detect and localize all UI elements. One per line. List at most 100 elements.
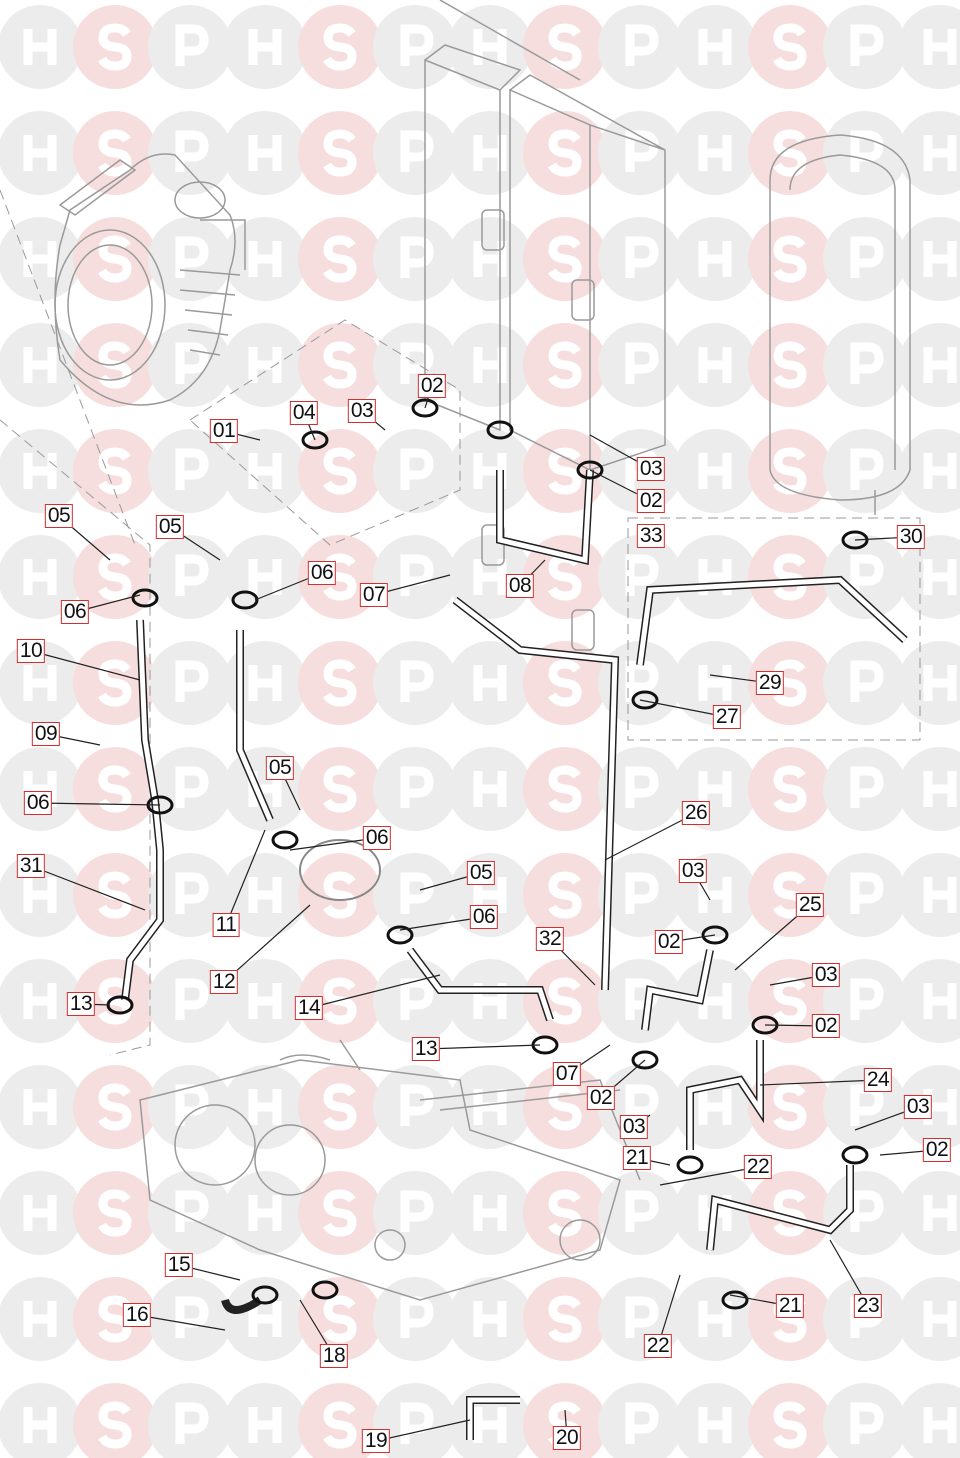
callout-label-02[interactable]: 02: [417, 374, 447, 398]
watermark-letter-shape: [98, 1083, 132, 1131]
callout-label-08[interactable]: 08: [505, 574, 535, 598]
hydraulic-block: [139, 1039, 641, 1301]
callout-label-05[interactable]: 05: [155, 515, 185, 539]
callout-label-18[interactable]: 18: [319, 1344, 349, 1368]
callout-label-15[interactable]: 15: [164, 1253, 194, 1277]
o-ring-seal: [841, 1145, 869, 1165]
watermark-letter-shape: [175, 1402, 209, 1444]
callout-label-33[interactable]: 33: [636, 524, 666, 548]
callout-label-06[interactable]: 06: [362, 826, 392, 850]
callout-label-22[interactable]: 22: [743, 1155, 773, 1179]
o-ring-seal: [251, 1285, 279, 1305]
callout-label-26[interactable]: 26: [681, 801, 711, 825]
heat-exchanger: [54, 153, 246, 406]
callout-label-16[interactable]: 16: [122, 1303, 152, 1327]
callout-label-06[interactable]: 06: [60, 600, 90, 624]
callout-label-01[interactable]: 01: [209, 419, 239, 443]
watermark-letter-shape: [698, 1407, 732, 1443]
watermark-letter-shape: [548, 1083, 582, 1131]
callout-label-11[interactable]: 11: [212, 913, 240, 937]
callout-label-10[interactable]: 10: [16, 639, 46, 663]
watermark-letter-shape: [175, 342, 209, 384]
o-ring-seal: [631, 690, 659, 710]
callout-label-21[interactable]: 21: [775, 1294, 805, 1318]
watermark-letter-shape: [850, 448, 884, 490]
o-ring-seal: [386, 925, 414, 945]
watermark-letter-shape: [548, 765, 582, 813]
callout-label-14[interactable]: 14: [294, 996, 324, 1020]
callout-label-02[interactable]: 02: [586, 1086, 616, 1110]
watermark-letter-shape: [23, 559, 57, 595]
callout-label-02[interactable]: 02: [922, 1138, 952, 1162]
callout-label-03[interactable]: 03: [811, 963, 841, 987]
watermark-letter-shape: [923, 347, 957, 383]
watermark-letter-shape: [248, 1089, 282, 1125]
watermark-letter-shape: [548, 447, 582, 495]
watermark-letter-shape: [323, 1083, 357, 1131]
callout-label-27[interactable]: 27: [712, 705, 742, 729]
callout-label-03[interactable]: 03: [619, 1115, 649, 1139]
watermark-letter-shape: [548, 659, 582, 707]
o-ring-seal: [311, 1280, 339, 1300]
callout-label-32[interactable]: 32: [535, 927, 565, 951]
watermark-letter-shape: [175, 660, 209, 702]
callout-label-02[interactable]: 02: [811, 1014, 841, 1038]
watermark-letter-shape: [98, 1401, 132, 1449]
callout-label-05[interactable]: 05: [265, 756, 295, 780]
o-ring-seal: [301, 430, 329, 450]
group-01-outline: [189, 319, 461, 546]
watermark-letter-shape: [323, 659, 357, 707]
callout-label-06[interactable]: 06: [23, 791, 53, 815]
callout-label-30[interactable]: 30: [896, 525, 926, 549]
callout-label-12[interactable]: 12: [209, 970, 239, 994]
callout-label-24[interactable]: 24: [863, 1068, 893, 1092]
watermark-letter-shape: [473, 1195, 507, 1231]
watermark-letter-shape: [175, 130, 209, 172]
callout-label-02[interactable]: 02: [654, 930, 684, 954]
watermark-letter-shape: [773, 23, 807, 71]
callout-label-09[interactable]: 09: [31, 722, 61, 746]
callout-label-13[interactable]: 13: [66, 992, 96, 1016]
callout-label-07[interactable]: 07: [359, 583, 389, 607]
callout-label-05[interactable]: 05: [44, 504, 74, 528]
callout-label-03[interactable]: 03: [903, 1095, 933, 1119]
watermark-letter-shape: [625, 1296, 659, 1338]
callout-label-03[interactable]: 03: [636, 457, 666, 481]
watermark-letter-shape: [23, 1195, 57, 1231]
watermark-letter-shape: [625, 766, 659, 808]
watermark-letter-shape: [850, 130, 884, 172]
callout-label-03[interactable]: 03: [347, 399, 377, 423]
callout-label-06[interactable]: 06: [307, 561, 337, 585]
watermark-letter-shape: [698, 29, 732, 65]
callout-label-05[interactable]: 05: [466, 861, 496, 885]
o-ring-seal: [701, 925, 729, 945]
watermark-letter-shape: [473, 665, 507, 701]
callout-label-25[interactable]: 25: [795, 893, 825, 917]
callout-label-31[interactable]: 31: [16, 854, 46, 878]
watermark-letter-shape: [248, 135, 282, 171]
watermark-letter-shape: [850, 660, 884, 702]
watermark-letter-shape: [98, 1295, 132, 1343]
watermark-letter-shape: [400, 1084, 434, 1126]
watermark-letter-shape: [23, 241, 57, 277]
callout-label-19[interactable]: 19: [361, 1429, 391, 1453]
callout-label-04[interactable]: 04: [289, 401, 319, 425]
watermark-letter-shape: [400, 342, 434, 384]
callout-label-21[interactable]: 21: [622, 1146, 652, 1170]
callout-label-22[interactable]: 22: [643, 1334, 673, 1358]
watermark-letter-shape: [773, 1401, 807, 1449]
watermark-letter-shape: [850, 1402, 884, 1444]
callout-label-03[interactable]: 03: [678, 859, 708, 883]
callout-label-20[interactable]: 20: [552, 1426, 582, 1450]
callout-label-06[interactable]: 06: [469, 905, 499, 929]
watermark-letter-shape: [923, 135, 957, 171]
callout-label-29[interactable]: 29: [755, 671, 785, 695]
callout-label-13[interactable]: 13: [411, 1037, 441, 1061]
o-ring-seal: [631, 1050, 659, 1070]
callout-label-23[interactable]: 23: [853, 1294, 883, 1318]
watermark-letter-shape: [850, 342, 884, 384]
callout-label-07[interactable]: 07: [552, 1062, 582, 1086]
watermark-letter-shape: [175, 24, 209, 66]
callout-label-02[interactable]: 02: [636, 489, 666, 513]
